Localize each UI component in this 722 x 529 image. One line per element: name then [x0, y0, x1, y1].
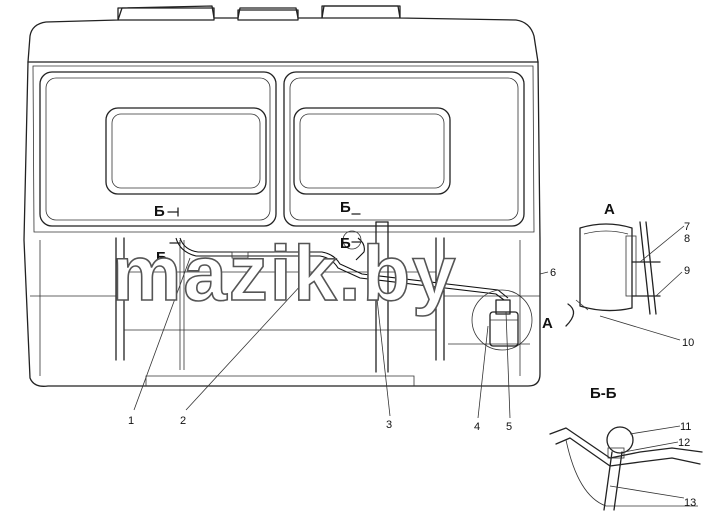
callout-8: 8 — [684, 233, 690, 245]
callout-2: 2 — [180, 415, 186, 427]
callout-3: 3 — [386, 419, 392, 431]
callout-labels: 1 2 3 4 5 6 7 8 9 10 11 12 13 — [128, 221, 696, 509]
section-mark-b-mid-right: Б — [340, 235, 351, 252]
cab-roof — [27, 5, 539, 63]
callout-11: 11 — [680, 421, 691, 433]
callout-6: 6 — [550, 267, 556, 279]
section-mark-b-top-right: Б — [340, 199, 351, 216]
callout-7: 7 — [684, 221, 690, 233]
watermark-logo: mazik.by — [112, 229, 457, 317]
view-a-title: А — [604, 201, 615, 218]
section-b-b: Б-Б — [549, 385, 703, 511]
leader-lines — [133, 225, 685, 499]
callout-13: 13 — [684, 497, 696, 509]
section-marks: Б Б Б Б А — [154, 199, 575, 332]
cab-rear-wall — [23, 61, 541, 387]
section-mark-b-mid-left: Б — [156, 249, 167, 266]
right-rear-window — [293, 107, 451, 195]
callout-1: 1 — [128, 415, 134, 427]
washer-hose — [175, 221, 509, 373]
view-a-arrow: А — [542, 315, 553, 332]
left-rear-window — [105, 107, 267, 195]
section-mark-b-top-left: Б — [154, 203, 165, 220]
callout-10: 10 — [682, 337, 694, 349]
washer-reservoir — [471, 289, 533, 351]
callout-12: 12 — [678, 437, 690, 449]
callout-9: 9 — [684, 265, 690, 277]
section-bb-title: Б-Б — [590, 385, 617, 402]
callout-4: 4 — [474, 421, 480, 433]
callout-5: 5 — [506, 421, 512, 433]
detail-view-a: А — [575, 201, 661, 315]
